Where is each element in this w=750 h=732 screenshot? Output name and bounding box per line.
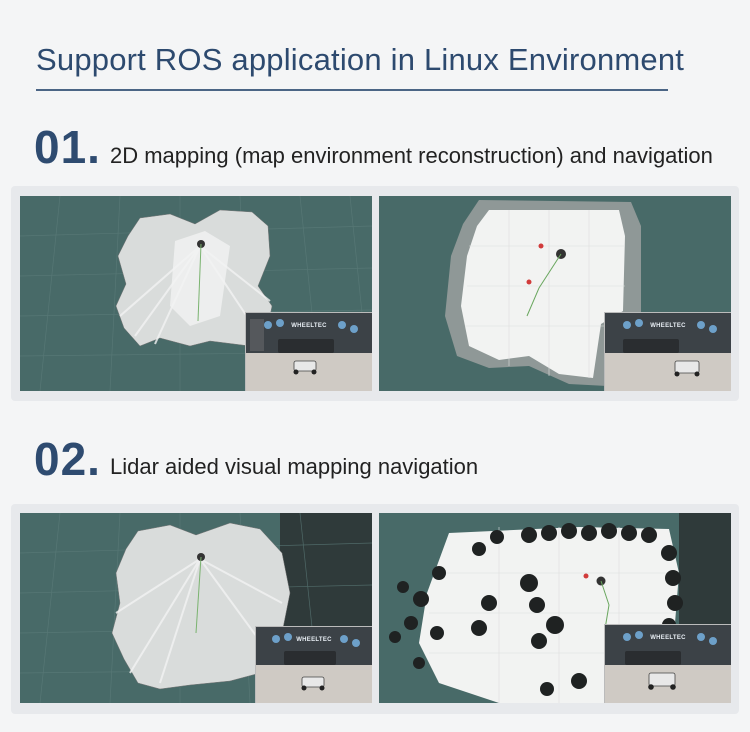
camera-frame (605, 313, 731, 391)
rviz-navigation-map (389, 513, 731, 703)
rviz-lidar-visual-mapping-view: WHEELTEC (20, 513, 372, 703)
camera-frame (246, 313, 372, 391)
camera-inset: WHEELTEC (604, 624, 731, 703)
camera-inset: WHEELTEC (245, 312, 372, 391)
wheeltec-logo: WHEELTEC (650, 323, 686, 330)
camera-frame (605, 625, 731, 703)
section-02-image-strip: WHEELTEC (11, 504, 739, 714)
rviz-navigation-map (445, 200, 641, 386)
wheeltec-logo: WHEELTEC (291, 323, 327, 330)
camera-frame (256, 627, 372, 703)
camera-inset: WHEELTEC (604, 312, 731, 391)
rviz-lidar-visual-navigation-view: WHEELTEC (379, 513, 731, 703)
wheeltec-logo: WHEELTEC (650, 635, 686, 642)
section-01-number: 01. (34, 121, 101, 173)
section-01-image-strip: WHEELTEC WHEELTEC (11, 186, 739, 401)
section-02-caption: Lidar aided visual mapping navigation (110, 454, 479, 479)
rviz-navigation-view: WHEELTEC (379, 196, 731, 391)
rviz-grid-map (20, 196, 372, 391)
page-title: Support ROS application in Linux Environ… (36, 42, 685, 77)
section-02-number: 02. (34, 433, 101, 485)
title-underline (36, 89, 668, 91)
camera-inset: WHEELTEC (255, 626, 372, 703)
wheeltec-logo: WHEELTEC (296, 636, 332, 643)
rviz-2d-mapping-view: WHEELTEC (20, 196, 372, 391)
section-01-caption: 2D mapping (map environment reconstructi… (110, 143, 713, 168)
